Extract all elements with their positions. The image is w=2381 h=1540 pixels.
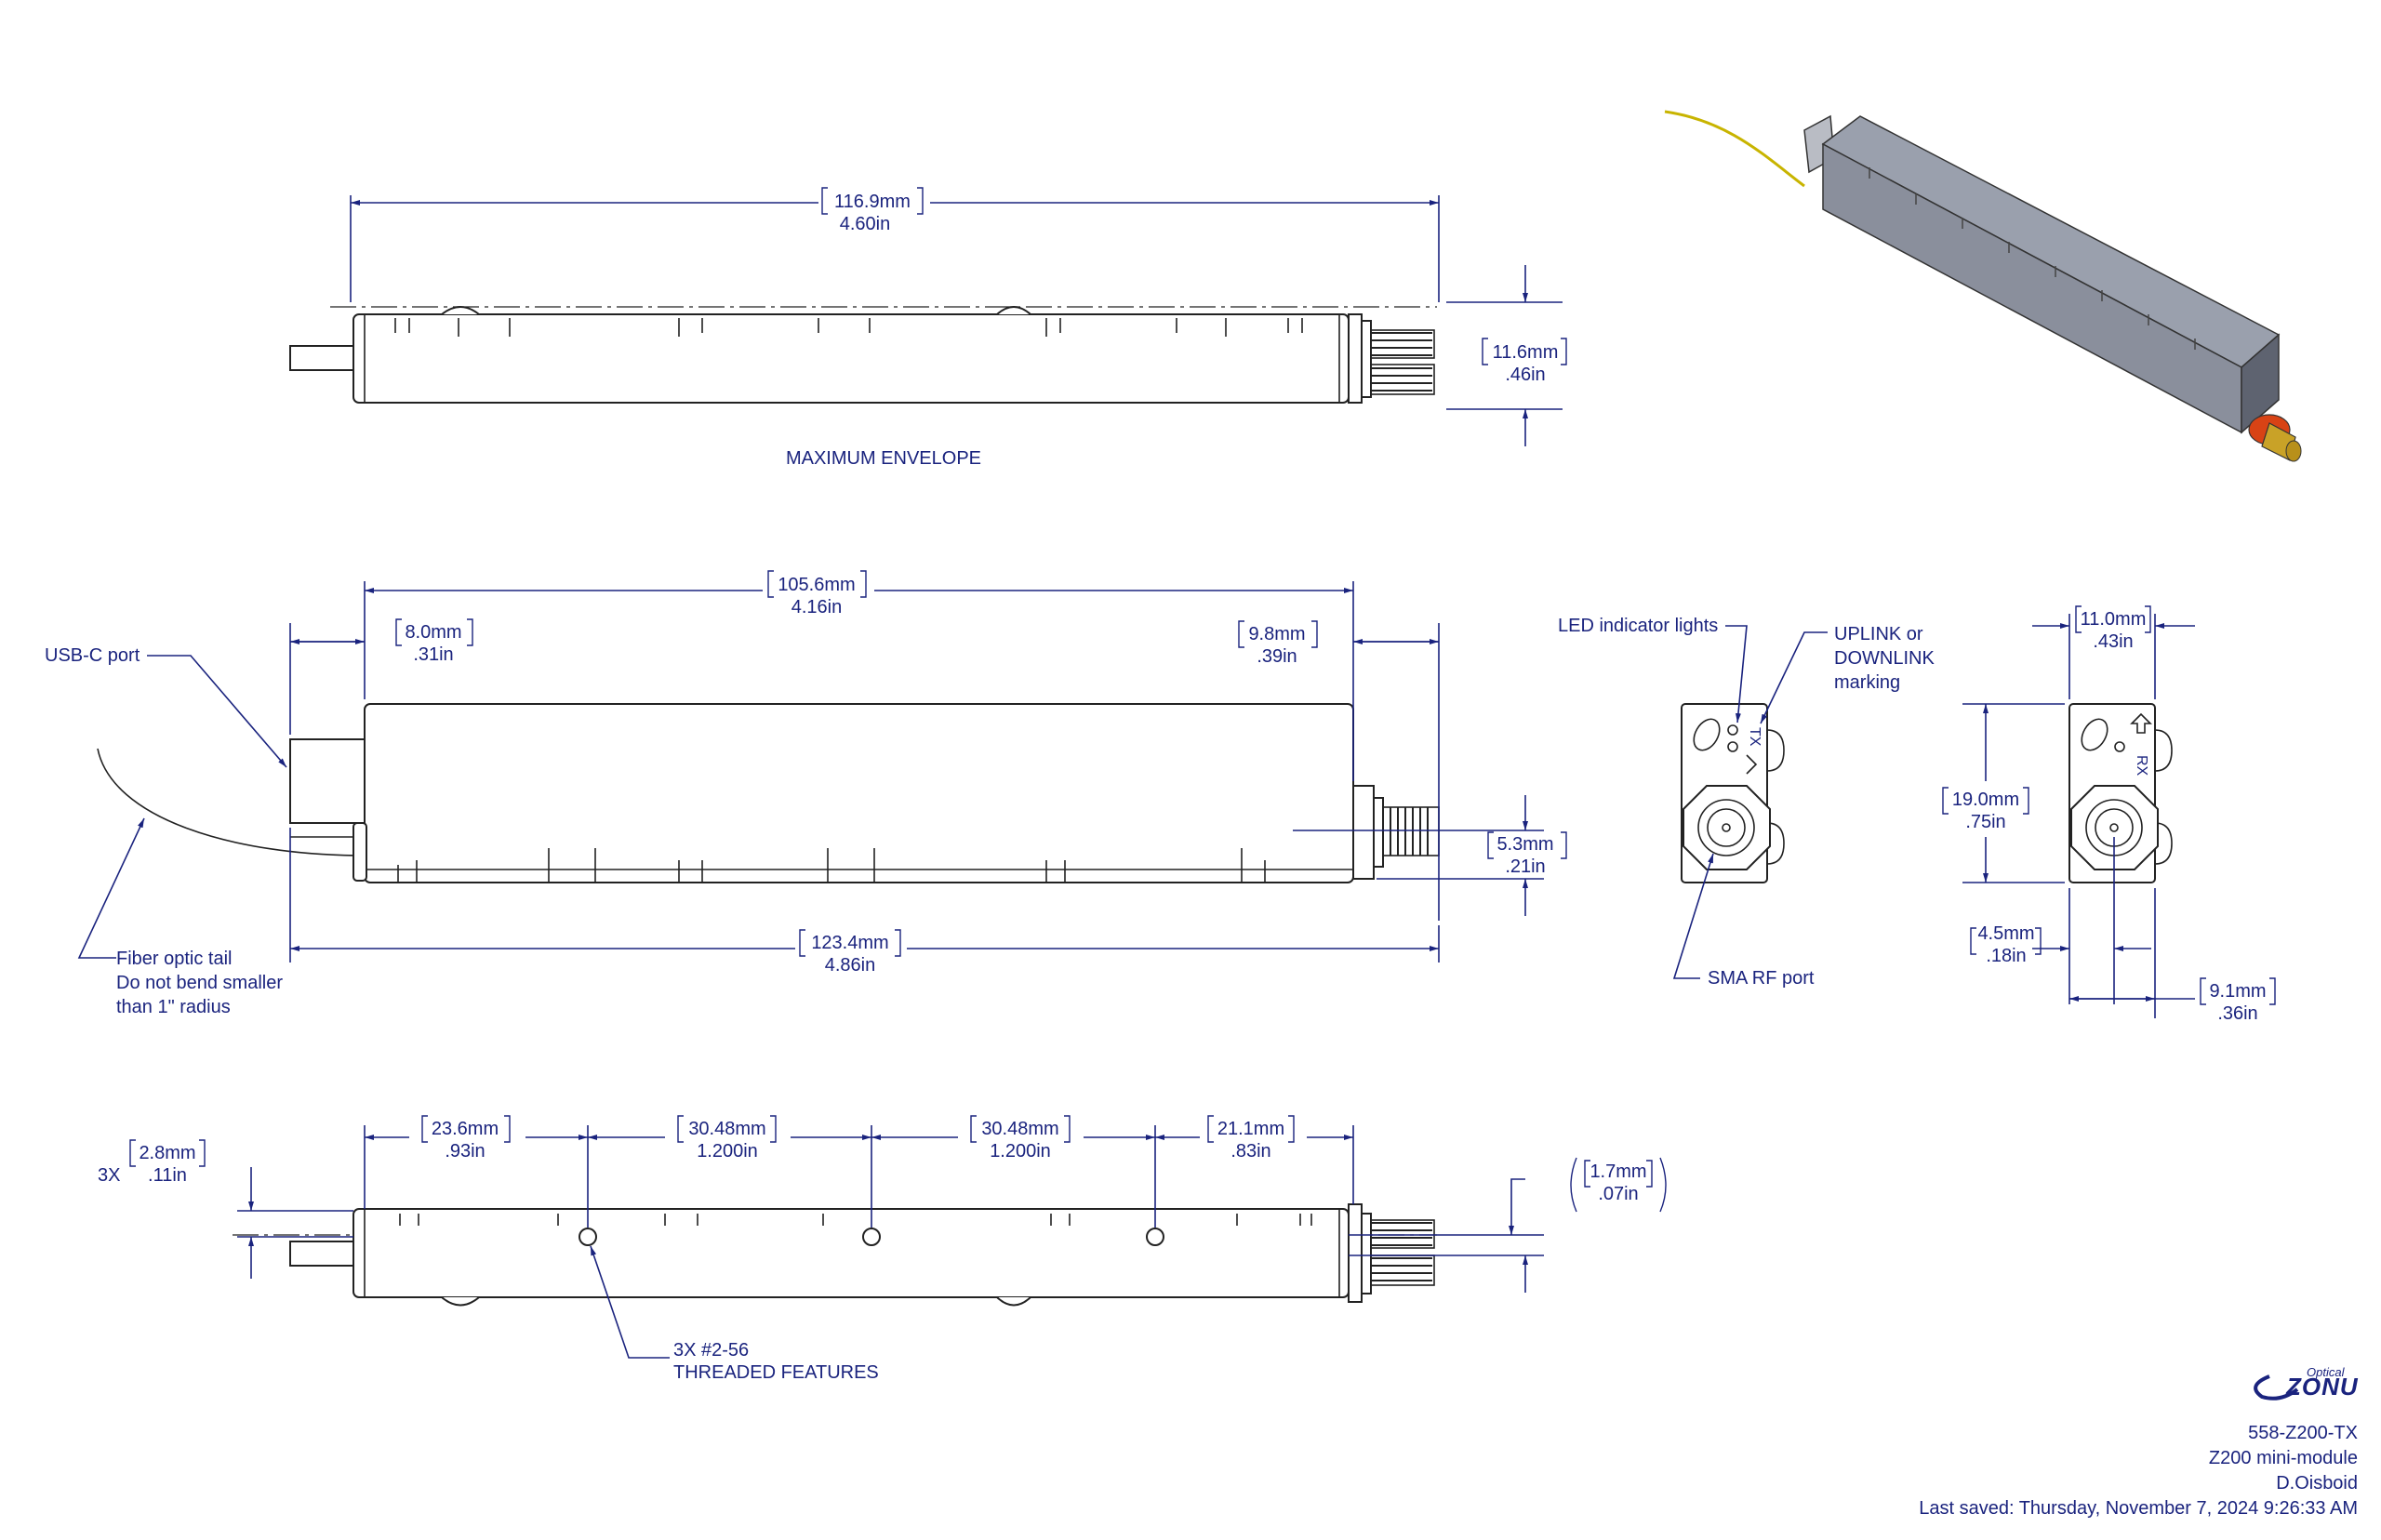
- hole-offset-prefix: 3X: [98, 1165, 120, 1186]
- threaded-callout-line2: THREADED FEATURES: [673, 1362, 879, 1383]
- ref-offset-in: .07in: [1598, 1184, 1638, 1204]
- hole-offset-mm: 2.8mm: [139, 1143, 195, 1163]
- end-view-rx: RX 11.0mm .43in 19.0mm .75in 4.5mm .18in: [1942, 605, 2276, 1024]
- logo-main-text: ZONU: [2285, 1373, 2359, 1401]
- last-saved: Last saved: Thursday, November 7, 2024 9…: [1919, 1498, 2358, 1519]
- hole-offset-in: .11in: [148, 1165, 187, 1186]
- spacing-4-mm: 21.1mm: [1217, 1119, 1284, 1139]
- top-length-in: 4.60in: [840, 214, 891, 234]
- front-sma-offset-in: .21in: [1505, 856, 1545, 877]
- rx-sma-center-x-mm: 9.1mm: [2209, 981, 2266, 1002]
- front-usb-offset-in: .31in: [413, 644, 453, 665]
- fiber-callout-line2: Do not bend smaller: [116, 973, 283, 993]
- rx-sma-center-y-in: .18in: [1986, 946, 2026, 966]
- author: D.Oisboid: [2276, 1473, 2358, 1494]
- title-block: Optical ZONU 558-Z200-TX Z200 mini-modul…: [1919, 1365, 2359, 1519]
- front-usb-offset-mm: 8.0mm: [405, 622, 461, 643]
- front-view: 105.6mm 4.16in 8.0mm .31in 9.8mm .39in 5…: [45, 570, 1567, 1017]
- sma-rf-port-callout: SMA RF port: [1708, 968, 1815, 989]
- rx-width-in: .43in: [2093, 631, 2133, 652]
- marking-callout-line1: UPLINK or: [1834, 624, 1923, 644]
- marking-callout-line2: DOWNLINK: [1834, 648, 1935, 669]
- logo-small-text: Optical: [2307, 1365, 2346, 1379]
- rx-width-mm: 11.0mm: [2081, 609, 2147, 630]
- rx-height-mm: 19.0mm: [1952, 790, 2019, 810]
- zonu-logo: Optical ZONU: [2254, 1365, 2359, 1401]
- isometric-view: [1664, 110, 2302, 462]
- spacing-1-mm: 23.6mm: [432, 1119, 499, 1139]
- part-description: Z200 mini-module: [2209, 1448, 2358, 1468]
- top-height-mm: 11.6mm: [1493, 342, 1559, 363]
- rx-height-in: .75in: [1965, 812, 2005, 832]
- rx-sma-center-y-mm: 4.5mm: [1977, 923, 2034, 944]
- threaded-callout-line1: 3X #2-56: [673, 1340, 749, 1361]
- front-sma-length-in: .39in: [1257, 646, 1297, 667]
- end-view-tx: TX LED indicator lights UPLINK or DOWNLI…: [1558, 616, 1935, 989]
- front-sma-length-mm: 9.8mm: [1248, 624, 1305, 644]
- spacing-1-in: .93in: [445, 1141, 485, 1162]
- front-total-length-mm: 123.4mm: [811, 933, 888, 953]
- spacing-2-in: 1.200in: [697, 1141, 758, 1162]
- spacing-2-mm: 30.48mm: [688, 1119, 765, 1139]
- fiber-callout-line1: Fiber optic tail: [116, 949, 233, 969]
- front-body-length-in: 4.16in: [791, 597, 843, 617]
- part-number: 558-Z200-TX: [2248, 1423, 2358, 1443]
- spacing-3-mm: 30.48mm: [981, 1119, 1058, 1139]
- top-height-in: .46in: [1505, 365, 1545, 385]
- front-total-length-in: 4.86in: [825, 955, 876, 976]
- rx-sma-center-x-in: .36in: [2217, 1003, 2257, 1024]
- front-sma-offset-mm: 5.3mm: [1496, 834, 1553, 855]
- top-length-mm: 116.9mm: [834, 192, 911, 212]
- top-view: 116.9mm 4.60in 11.6mm .46in MAXIMUM ENVE…: [289, 187, 1567, 469]
- led-indicator-callout: LED indicator lights: [1558, 616, 1718, 636]
- spacing-4-in: .83in: [1230, 1141, 1270, 1162]
- usb-c-port-callout: USB-C port: [45, 645, 140, 666]
- tx-face-label: TX: [1747, 727, 1762, 747]
- rx-face-label: RX: [2134, 755, 2149, 777]
- spacing-3-in: 1.200in: [990, 1141, 1051, 1162]
- maximum-envelope-caption: MAXIMUM ENVELOPE: [786, 448, 981, 469]
- front-body-length-mm: 105.6mm: [778, 575, 855, 595]
- bottom-view: 23.6mm .93in 30.48mm 1.200in 30.48mm 1.2…: [98, 1115, 1667, 1383]
- marking-callout-line3: marking: [1834, 672, 1900, 693]
- ref-offset-mm: 1.7mm: [1590, 1162, 1646, 1182]
- fiber-callout-line3: than 1" radius: [116, 997, 231, 1017]
